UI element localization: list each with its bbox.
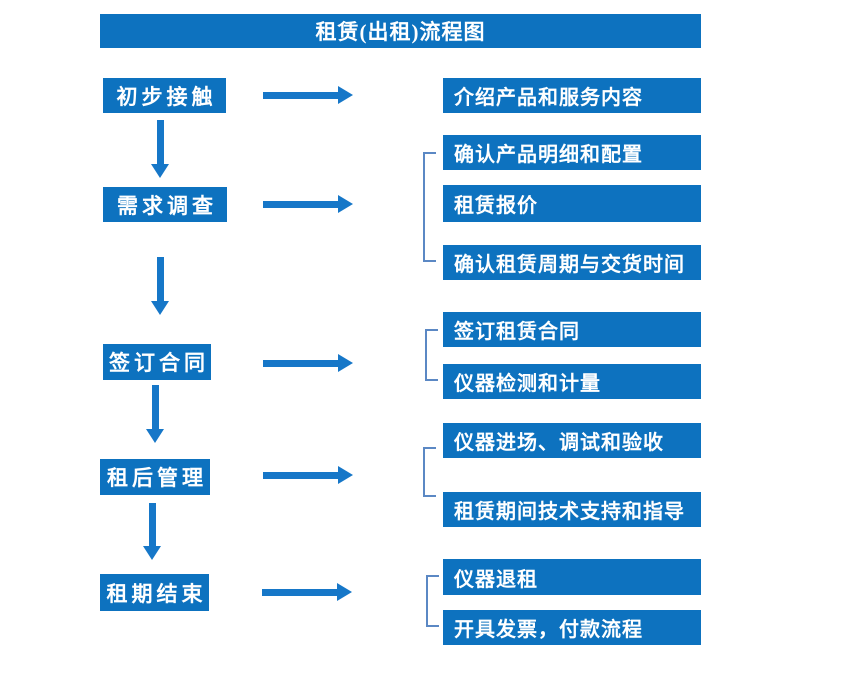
detail-box-instrument-setup-acceptance: 仪器进场、调试和验收 xyxy=(443,423,701,458)
group-bracket-contract-signing xyxy=(425,329,438,381)
right-arrow-icon xyxy=(262,583,352,601)
group-bracket-rental-end xyxy=(426,575,439,627)
step-box-rental-end: 租期结束 xyxy=(100,574,209,611)
step-box-contract-signing: 签订合同 xyxy=(103,344,211,380)
flowchart-title: 租赁(出租)流程图 xyxy=(100,14,701,48)
detail-box-instrument-return: 仪器退租 xyxy=(443,559,701,595)
down-arrow-icon xyxy=(151,120,169,178)
detail-box-rental-quote: 租赁报价 xyxy=(443,185,701,222)
down-arrow-icon xyxy=(143,503,161,560)
down-arrow-icon xyxy=(146,385,164,443)
group-bracket-demand-survey xyxy=(423,152,436,262)
detail-box-confirm-product-config: 确认产品明细和配置 xyxy=(443,135,701,170)
group-bracket-post-rental xyxy=(423,447,436,497)
detail-box-sign-rental-contract: 签订租赁合同 xyxy=(443,312,701,347)
detail-box-instrument-inspection: 仪器检测和计量 xyxy=(443,364,701,399)
detail-box-invoice-payment: 开具发票，付款流程 xyxy=(443,610,701,645)
step-box-post-rental-management: 租后管理 xyxy=(100,459,210,495)
right-arrow-icon xyxy=(263,195,353,213)
step-box-initial-contact: 初步接触 xyxy=(103,78,226,113)
right-arrow-icon xyxy=(263,354,353,372)
detail-box-confirm-period-delivery: 确认租赁周期与交货时间 xyxy=(443,245,701,280)
right-arrow-icon xyxy=(263,466,353,484)
down-arrow-icon xyxy=(151,257,169,315)
step-box-demand-survey: 需求调查 xyxy=(103,187,227,222)
detail-box-intro-products: 介绍产品和服务内容 xyxy=(443,78,701,113)
detail-box-rental-tech-support: 租赁期间技术支持和指导 xyxy=(443,492,701,527)
right-arrow-icon xyxy=(263,86,353,104)
